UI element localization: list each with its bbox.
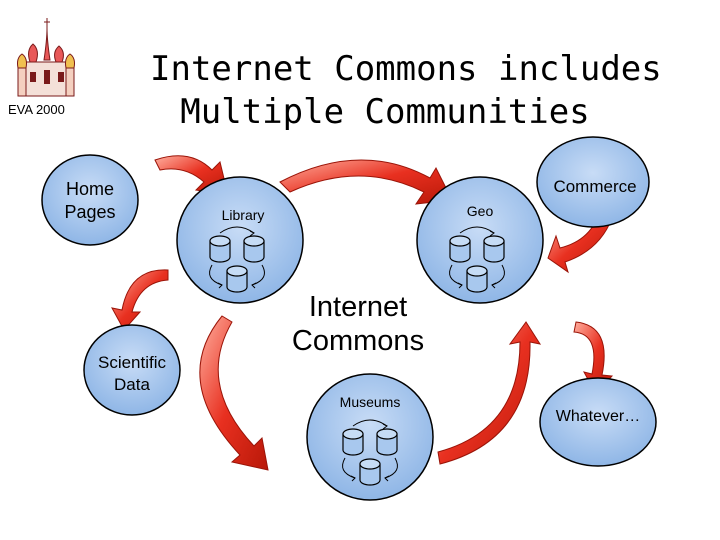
title-line-2: Multiple Communities <box>180 92 590 132</box>
library-node <box>176 176 304 304</box>
commerce-node <box>536 136 650 228</box>
scientific-data-node <box>83 324 181 416</box>
museums-node <box>306 373 434 501</box>
home-pages-node <box>41 154 139 246</box>
page-title: Internet Commons includes Multiple Commu… <box>150 48 662 134</box>
geo-label: Geo <box>466 203 494 219</box>
arrow-home-to-scientific <box>111 269 169 331</box>
whatever-label: Whatever… <box>555 408 641 425</box>
arrow-library-to-geo <box>279 159 453 205</box>
title-line-1: Internet Commons includes <box>150 49 662 89</box>
logo-caption: EVA 2000 <box>8 102 65 117</box>
scientific-data-label: Scientific Data <box>97 353 167 394</box>
commerce-label: Commerce <box>553 177 637 196</box>
kremlin-cathedral-icon <box>17 18 75 97</box>
whatever-node <box>539 377 657 467</box>
library-label: Library <box>221 207 265 223</box>
arrow-museums-to-commerce <box>437 321 542 465</box>
arrow-scientific-to-museums <box>199 315 269 471</box>
museums-label: Museums <box>339 394 401 410</box>
home-pages-label: Home Pages <box>64 179 116 222</box>
internet-commons-label: Internet Commons <box>291 291 425 357</box>
geo-node <box>416 176 544 304</box>
